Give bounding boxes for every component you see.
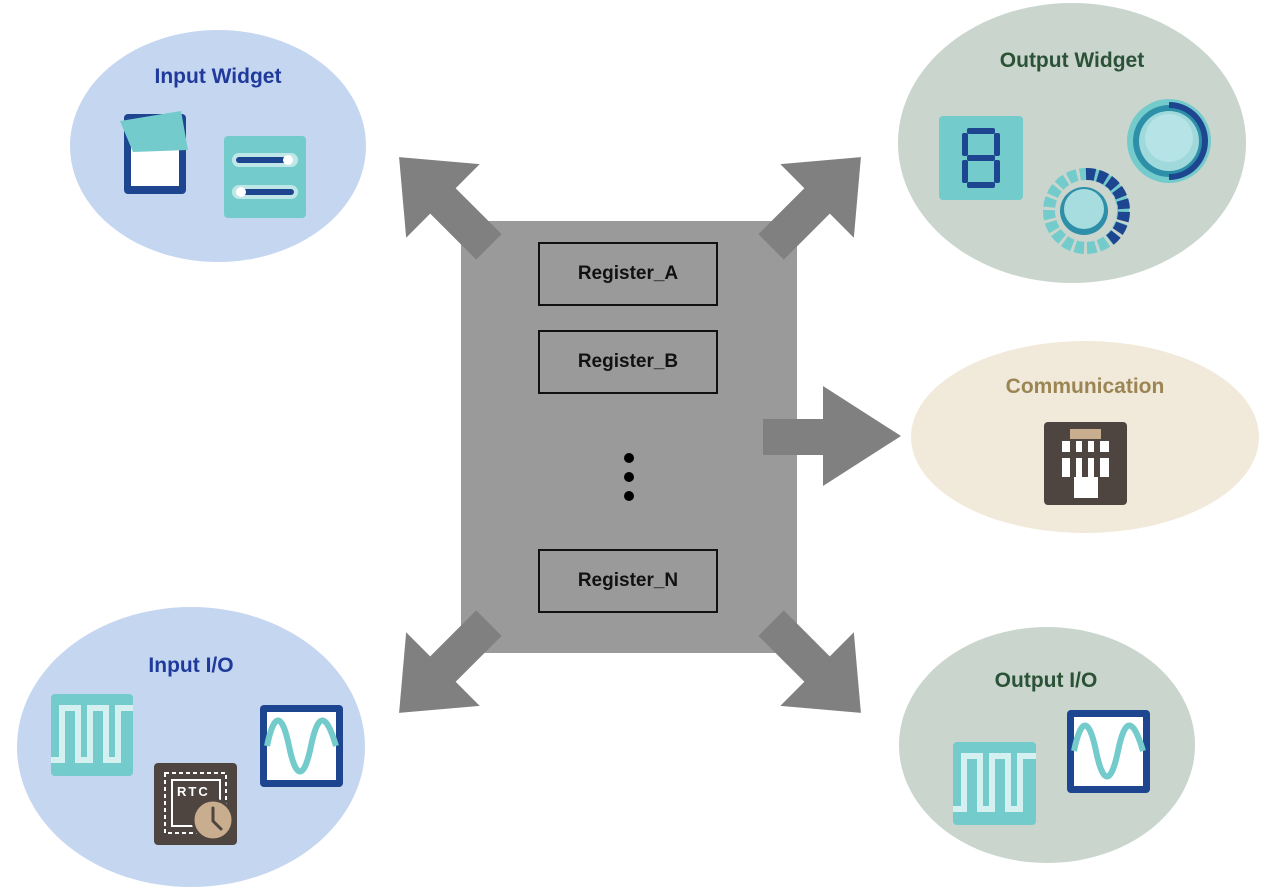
toggle-switch-icon (120, 111, 188, 194)
gauge-icon (1043, 167, 1131, 254)
serial-port-icon (1044, 422, 1127, 505)
ellipsis-dot (624, 491, 634, 501)
arrow-to-input-io (399, 610, 502, 713)
input-io-label: Input I/O (148, 654, 234, 677)
register-n: Register_N (538, 549, 718, 613)
knob-icon (1127, 99, 1211, 183)
output-io-label: Output I/O (994, 669, 1098, 692)
ellipsis-dot (624, 453, 634, 463)
arrow-to-output-io (758, 610, 861, 713)
seven-segment-display-icon (939, 116, 1023, 200)
sine-wave-icon (1067, 710, 1150, 793)
slider-icon (224, 136, 306, 218)
rtc-chip-icon (154, 763, 237, 845)
output-io-node (899, 627, 1195, 863)
ellipsis-dot (624, 472, 634, 482)
arrow-to-communication (763, 386, 901, 486)
square-wave-icon (51, 694, 133, 776)
communication-label: Communication (1005, 375, 1165, 398)
register-b: Register_B (538, 330, 718, 394)
output-widget-node (898, 3, 1246, 283)
output-widget-label: Output Widget (999, 49, 1145, 72)
input-widget-label: Input Widget (154, 65, 282, 88)
register-a: Register_A (538, 242, 718, 306)
square-wave-icon (953, 742, 1036, 825)
rtc-chip-label: RTC (177, 784, 210, 799)
arrow-to-output-widget (758, 157, 861, 260)
input-io-node (17, 607, 365, 887)
register-block (461, 221, 797, 653)
arrow-to-input-widget (399, 157, 502, 260)
sine-wave-icon (260, 705, 343, 787)
